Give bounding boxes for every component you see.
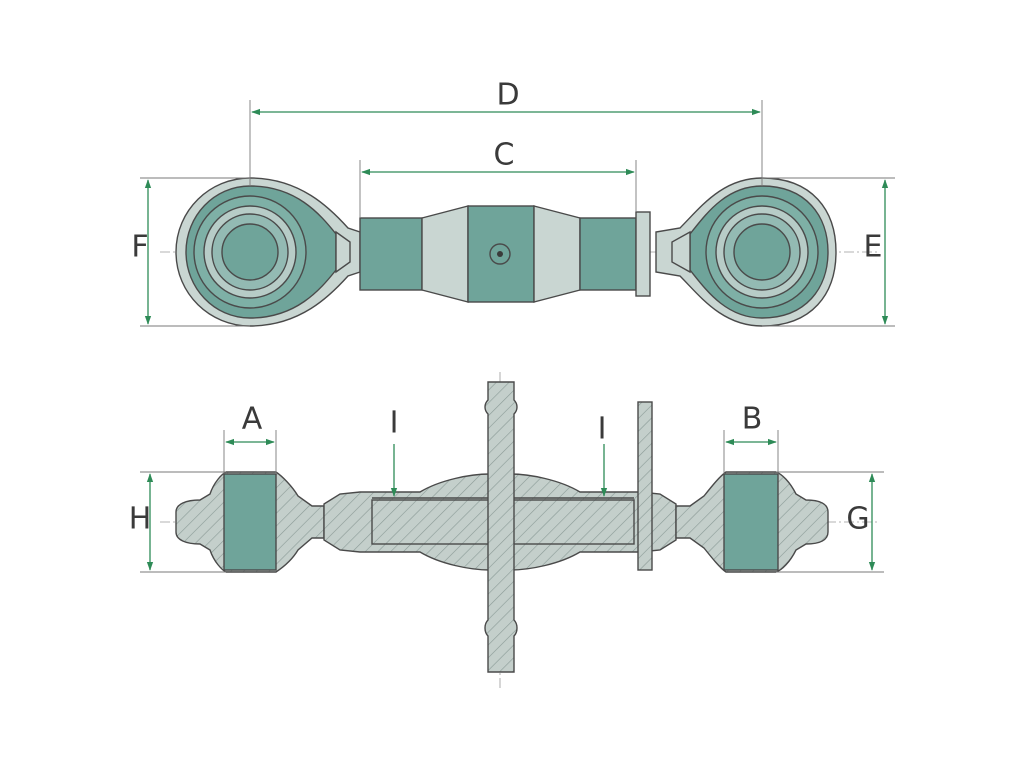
left-ball-joint-top (175, 177, 361, 327)
ball-bore-a (223, 473, 277, 571)
label-b: B (742, 402, 763, 437)
lock-nut (635, 211, 651, 297)
handle-bar-section (484, 381, 518, 673)
right-thread-spindle (511, 499, 635, 545)
section-view: A B H G I I (129, 372, 884, 690)
top-view: D C F E (131, 78, 895, 327)
label-a: A (242, 402, 263, 437)
lock-plate (637, 401, 653, 571)
adjusting-tube-top (359, 205, 651, 303)
label-d: D (496, 78, 519, 113)
left-ball-end-section (175, 471, 325, 573)
left-thread-spindle (371, 499, 491, 545)
right-ball-end-section (675, 471, 829, 573)
label-c: C (494, 138, 515, 173)
label-h: H (129, 502, 152, 537)
ball-bore-b (723, 473, 779, 571)
label-f: F (131, 230, 148, 265)
label-i-right: I (598, 412, 607, 447)
label-e: E (864, 230, 883, 265)
label-i-left: I (390, 406, 399, 441)
label-g: G (846, 502, 869, 537)
right-ball-joint-top (655, 177, 837, 327)
